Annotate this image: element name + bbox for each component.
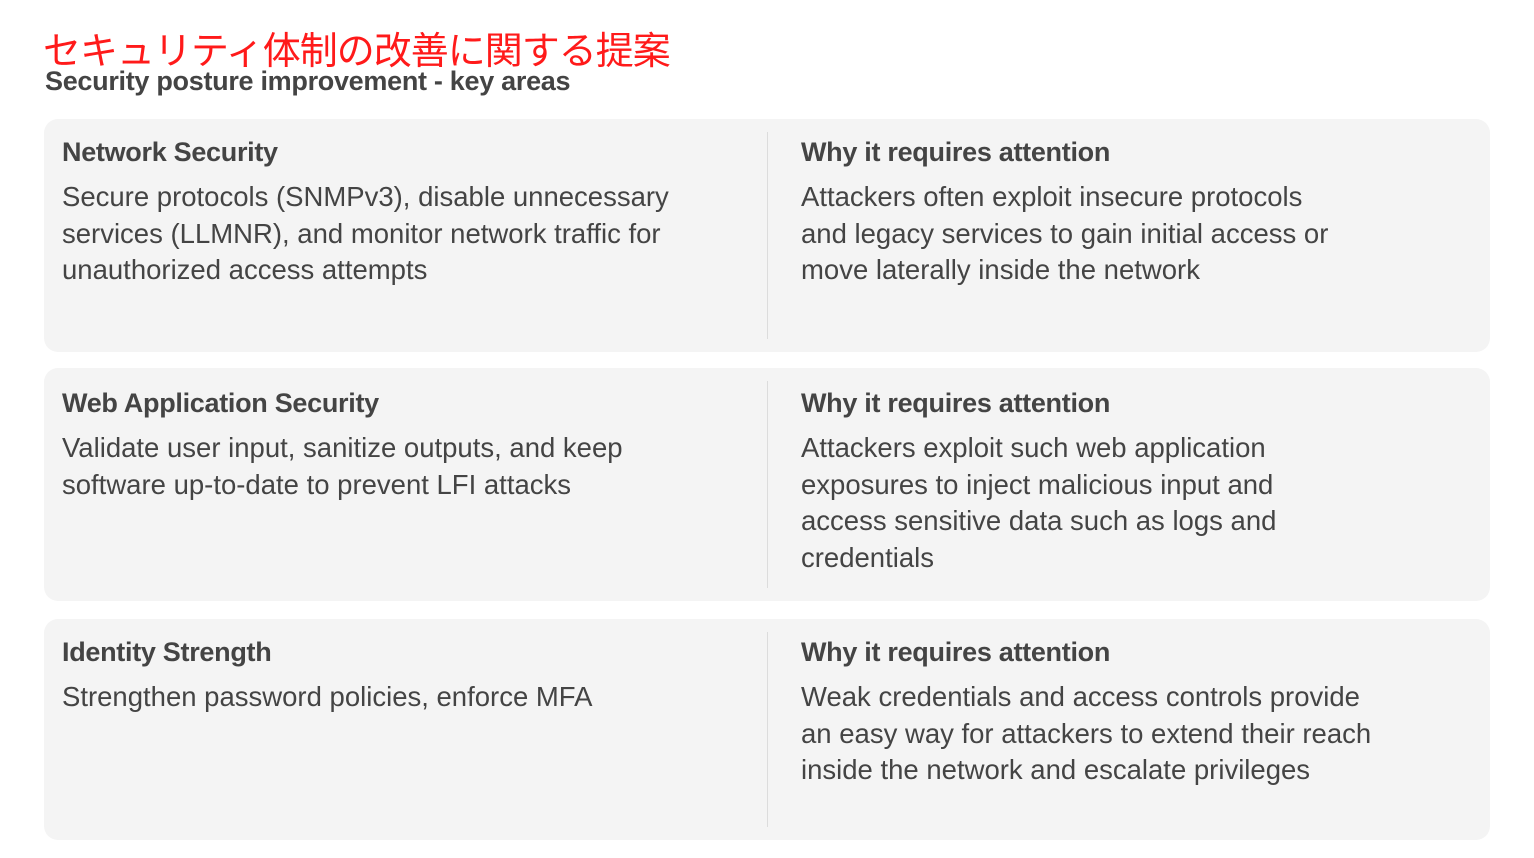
why-column: Why it requires attention Attackers expl… — [801, 386, 1276, 576]
area-column: Network Security Secure protocols (SNMPv… — [62, 135, 669, 289]
why-text: and legacy services to gain initial acce… — [801, 217, 1329, 249]
area-heading: Web Application Security — [62, 388, 379, 418]
why-column: Why it requires attention Weak credentia… — [801, 635, 1371, 789]
area-column: Web Application Security Validate user i… — [62, 386, 623, 503]
area-text: unauthorized access attempts — [62, 254, 428, 285]
why-text: exposures to inject malicious input and — [801, 468, 1274, 500]
area-text: Secure protocols (SNMPv3), disable unnec… — [62, 181, 669, 212]
column-divider — [767, 381, 768, 588]
area-text: Strengthen password policies, enforce MF… — [62, 681, 593, 712]
area-heading: Identity Strength — [62, 637, 272, 667]
why-text: move laterally inside the network — [801, 254, 1200, 285]
page-subtitle: Security posture improvement - key areas — [45, 66, 571, 96]
area-panel-web-application-security: Web Application Security Validate user i… — [44, 368, 1490, 601]
area-text: services (LLMNR), and monitor network tr… — [62, 217, 661, 249]
area-text: Validate user input, sanitize outputs, a… — [62, 432, 623, 463]
why-heading: Why it requires attention — [801, 137, 1111, 167]
why-text: Weak credentials and access controls pro… — [801, 681, 1360, 712]
why-column: Why it requires attention Attackers ofte… — [801, 135, 1328, 289]
why-text: an easy way for attackers to extend thei… — [801, 717, 1372, 749]
why-text: credentials — [801, 541, 934, 573]
why-text: Attackers often exploit insecure protoco… — [801, 181, 1303, 212]
why-text: inside the network and escalate privileg… — [801, 754, 1311, 785]
area-panel-identity-strength: Identity Strength Strengthen password po… — [44, 619, 1490, 840]
area-text: software up-to-date to prevent LFI attac… — [62, 468, 572, 500]
why-heading: Why it requires attention — [801, 637, 1111, 667]
why-heading: Why it requires attention — [801, 388, 1111, 418]
area-panel-network-security: Network Security Secure protocols (SNMPv… — [44, 119, 1490, 352]
column-divider — [767, 632, 768, 827]
why-text: Attackers exploit such web application — [801, 432, 1266, 463]
area-heading: Network Security — [62, 137, 278, 167]
page-title: セキュリティ体制の改善に関する提案 — [43, 29, 671, 73]
why-text: access sensitive data such as logs and — [801, 505, 1277, 536]
area-column: Identity Strength Strengthen password po… — [62, 635, 592, 716]
column-divider — [767, 132, 768, 339]
